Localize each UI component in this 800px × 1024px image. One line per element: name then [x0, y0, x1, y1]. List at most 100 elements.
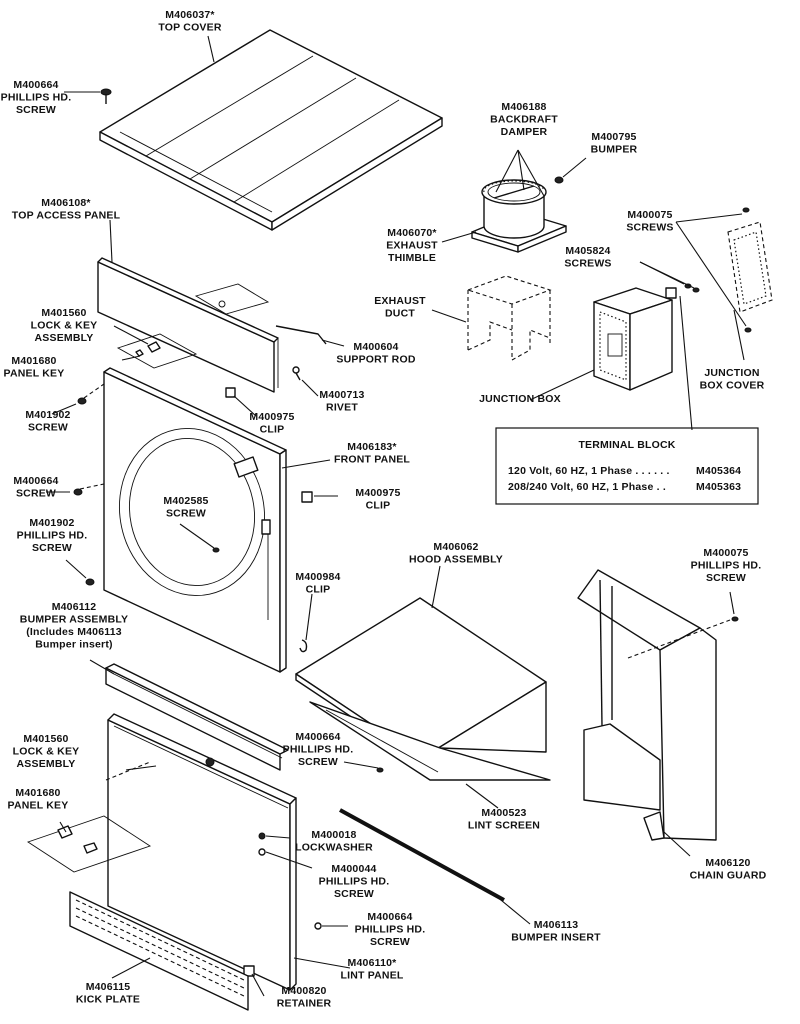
kick-plate-part-line: M406115 — [86, 981, 131, 993]
panel-key-upper-part-line: PANEL KEY — [4, 368, 65, 380]
bumper-part-line: BUMPER — [591, 144, 638, 156]
top-access-panel-part-line: M406108* — [41, 197, 91, 209]
exhaust-thimble-part-line: EXHAUST — [386, 240, 438, 252]
bumper-assembly-part-line: M406112 — [52, 601, 97, 613]
top-access-panel-part-line: TOP ACCESS PANEL — [12, 210, 121, 222]
lint-phillips-part-line: SCREW — [334, 888, 374, 900]
terminal-block-table: TERMINAL BLOCK 120 Volt, 60 HZ, 1 Phase … — [508, 439, 741, 493]
exhaust-duct-drawing — [466, 275, 552, 361]
top-cover-part-line: M406037* — [165, 9, 215, 21]
terminal-block-spec-2: 208/240 Volt, 60 HZ, 1 Phase . . — [508, 481, 666, 493]
top-cover-part-line: TOP COVER — [158, 22, 221, 34]
panel-key-lower-part-line: PANEL KEY — [8, 800, 69, 812]
lint-phillips-part-line: M400044 — [331, 863, 376, 875]
backdraft-damper-part-line: DAMPER — [501, 126, 548, 138]
junction-box-screws-part-line: M405824 — [565, 245, 610, 257]
retainer-part-line: RETAINER — [277, 998, 332, 1010]
junction-box-cover-screws-part-line: M400075 — [627, 209, 672, 221]
door-screw-part-line: SCREW — [166, 508, 206, 520]
terminal-block-frame — [495, 427, 759, 505]
exhaust-duct-part-line: EXHAUST — [374, 295, 426, 307]
front-panel-part-line: M406183* — [347, 441, 397, 453]
hood-screw-part-line: SCREW — [298, 756, 338, 768]
support-rod-part-line: M400604 — [353, 341, 398, 353]
clip-right-part-line: M400975 — [355, 487, 400, 499]
junction-box-cover-screws-part-line: SCREWS — [626, 222, 673, 234]
lint-panel-screw-part-line: PHILLIPS HD. — [355, 924, 426, 936]
door-screw-part-line: M402585 — [163, 495, 208, 507]
top-screw-part-line: PHILLIPS HD. — [1, 92, 72, 104]
lint-phillips-part-line: PHILLIPS HD. — [319, 876, 390, 888]
clip-upper-drawing — [225, 387, 236, 398]
support-rod-part-line: SUPPORT ROD — [336, 354, 415, 366]
chain-guard-screw-part-line: PHILLIPS HD. — [691, 560, 762, 572]
front-panel-part-label: M406183*FRONT PANEL — [334, 441, 410, 466]
kick-plate-part-line: KICK PLATE — [76, 994, 140, 1006]
bumper-drawing — [554, 176, 564, 184]
terminal-block-spec-1: 120 Volt, 60 HZ, 1 Phase . . . . . . — [508, 465, 670, 477]
clip-right-drawing — [301, 491, 313, 503]
hood-assembly-part-line: M406062 — [433, 541, 478, 553]
junction-box-part-label: JUNCTION BOX — [479, 393, 561, 405]
bumper-assembly-part-line: Bumper insert) — [35, 639, 112, 651]
lint-panel-part-line: M406110* — [348, 957, 398, 969]
lock-key-upper-part-line: M401560 — [41, 307, 86, 319]
clip-lower-part-line: CLIP — [306, 584, 331, 596]
bumper-insert-drawing — [339, 808, 505, 902]
top-access-panel-drawing — [97, 257, 279, 393]
exhaust-thimble-drawing — [471, 179, 567, 253]
lint-screen-part-line: LINT SCREEN — [468, 820, 540, 832]
exhaust-thimble-part-line: M406070* — [387, 227, 437, 239]
exhaust-thimble-part-line: THIMBLE — [388, 252, 436, 264]
backdraft-damper-part-line: M406188 — [501, 101, 546, 113]
chain-guard-screw-part-line: M400075 — [703, 547, 748, 559]
bumper-insert-part-line: BUMPER INSERT — [511, 932, 601, 944]
top-access-panel-part-label: M406108*TOP ACCESS PANEL — [12, 197, 121, 222]
lockwasher-part-line: LOCKWASHER — [295, 842, 373, 854]
lint-panel-screw-part-line: SCREW — [370, 936, 410, 948]
hood-screw-part-line: M400664 — [295, 731, 340, 743]
top-screw-drawing — [100, 88, 112, 104]
top-cover-drawing — [99, 29, 443, 231]
backdraft-damper-part-line: BACKDRAFT — [490, 114, 558, 126]
clip-upper-part-line: M400975 — [249, 411, 294, 423]
bumper-part-line: M400795 — [591, 131, 636, 143]
lock-key-lower-part-line: LOCK & KEY — [13, 746, 80, 758]
front-panel-drawing — [73, 367, 287, 673]
lint-panel-drawing — [26, 713, 322, 991]
side-screw-part-line: M400664 — [13, 475, 58, 487]
chain-guard-part-line: CHAIN GUARD — [690, 870, 767, 882]
clip-lower-drawing — [299, 639, 308, 653]
front-screw-part-line: M401902 — [25, 409, 70, 421]
bumper-assembly-drawing — [105, 663, 289, 771]
clip-upper-part-line: CLIP — [260, 424, 285, 436]
bumper-assembly-part-line: BUMPER ASSEMBLY — [20, 614, 128, 626]
panel-key-upper-part-line: M401680 — [11, 355, 56, 367]
clip-lower-part-line: M400984 — [295, 571, 340, 583]
front-screw-part-line: SCREW — [28, 422, 68, 434]
rivet-drawing — [292, 366, 301, 381]
leader-lines — [46, 35, 747, 997]
junction-box-screws-part-line: SCREWS — [564, 258, 611, 270]
terminal-block-part-2: M405363 — [696, 481, 741, 493]
junction-box-cover-part-line: JUNCTION — [704, 367, 759, 379]
rivet-part-line: RIVET — [326, 402, 358, 414]
